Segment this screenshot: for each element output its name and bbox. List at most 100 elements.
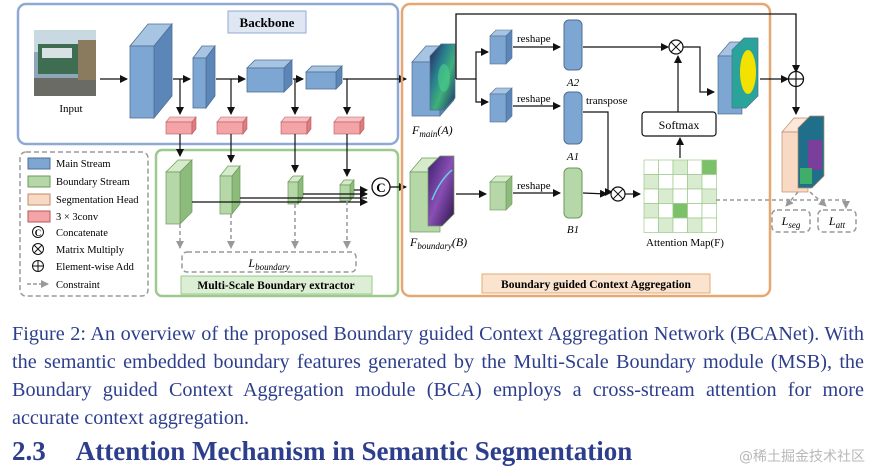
attention-cell (658, 174, 674, 190)
svg-text:Matrix Multiply: Matrix Multiply (56, 245, 125, 256)
figure-caption: Figure 2: An overview of the proposed Bo… (12, 323, 864, 429)
section-number: 2.3 (12, 436, 46, 466)
conv-block-4 (333, 116, 365, 135)
f-main-label: Fmain(A) (411, 123, 453, 139)
input-image (34, 30, 96, 96)
transpose-path (583, 111, 613, 196)
attention-cell (643, 203, 659, 219)
msb-title: Multi-Scale Boundary extractor (197, 280, 354, 292)
attention-cell (701, 174, 717, 190)
svg-text:Concatenate: Concatenate (56, 228, 108, 239)
add-icon (32, 260, 44, 272)
legend-item-constraint: Constraint (27, 280, 100, 291)
backbone-box (16, 2, 400, 146)
attention-map (643, 159, 717, 233)
figure-diagram: Backbone Input (16, 2, 857, 298)
b1-label: B1 (567, 224, 579, 236)
attention-cell (658, 217, 674, 233)
svg-text:Boundary Stream: Boundary Stream (56, 177, 130, 188)
section-title: Attention Mechanism in Semantic Segmenta… (75, 436, 633, 466)
legend-box (19, 151, 149, 297)
conv-blocks (165, 116, 365, 135)
loss-constraints (785, 191, 827, 207)
attention-cell (672, 159, 688, 175)
output-featuremap (717, 37, 759, 115)
input-label: Input (59, 103, 82, 115)
attention-cell (658, 159, 674, 175)
a1-block (563, 91, 583, 145)
f-boundary-label: Fboundary(B) (409, 235, 467, 251)
attention-cell (658, 188, 674, 204)
attention-cell (643, 174, 659, 190)
backbone-block-3 (246, 59, 293, 93)
svg-text:Main Stream: Main Stream (56, 159, 111, 170)
attention-cell (687, 203, 703, 219)
skip-connection (455, 13, 800, 79)
reshape-label-3: reshape (517, 180, 551, 192)
backbone-block-2 (192, 44, 216, 110)
l-att-box (817, 209, 857, 233)
conv-block-3 (280, 116, 312, 135)
attention-cell (687, 217, 703, 233)
msb-merge (192, 186, 368, 206)
transpose-label: transpose (586, 95, 628, 107)
svg-text:Segmentation Head: Segmentation Head (56, 195, 139, 206)
legend-item-seghead: Segmentation Head (27, 193, 139, 206)
attention-cell (687, 159, 703, 175)
l-seg-box (771, 209, 811, 233)
legend-item-matmul: Matrix Multiply (32, 243, 125, 256)
bca-box (400, 2, 772, 298)
f-main-featuremap (411, 43, 456, 117)
msb-box (154, 148, 400, 298)
bca-title: Boundary guided Context Aggregation (501, 279, 691, 291)
small-block-b (489, 175, 513, 211)
attention-constraint (716, 199, 850, 209)
attention-cell (687, 188, 703, 204)
legend-item-main: Main Stream (27, 157, 111, 170)
boundary-constraints (176, 201, 351, 249)
bca-title-box (481, 273, 711, 294)
reshape-label-1: reshape (517, 33, 551, 45)
svg-text:C: C (376, 180, 385, 195)
boundary-block-4 (339, 179, 355, 202)
svg-text:Constraint: Constraint (56, 280, 100, 291)
attention-cell (643, 188, 659, 204)
section-heading: 2.3 Attention Mechanism in Semantic Segme… (12, 436, 632, 467)
l-att-label: Latt (828, 214, 846, 230)
svg-text:3 × 3conv: 3 × 3conv (56, 212, 99, 223)
matmul-node-lower (610, 186, 626, 202)
conv-block-1 (165, 116, 197, 135)
attention-cell (672, 203, 688, 219)
boundary-block-3 (287, 175, 304, 205)
attention-cell (658, 203, 674, 219)
concat-node: C (371, 177, 391, 197)
attention-cell (701, 217, 717, 233)
a2-block (563, 19, 583, 71)
add-node (787, 70, 805, 88)
attention-cell (701, 159, 717, 175)
svg-text:C: C (35, 228, 42, 238)
backbone-taps (176, 79, 351, 115)
matmul-node-upper (668, 39, 684, 55)
legend-item-boundary: Boundary Stream (27, 175, 130, 188)
segmentation-head (781, 115, 825, 193)
attention-cell (701, 188, 717, 204)
legend-item-conv: 3 × 3conv (27, 210, 99, 223)
a1-label: A1 (566, 151, 579, 163)
a2-label: A2 (566, 77, 580, 89)
small-block-a-bottom (489, 87, 513, 123)
attention-map-label: Attention Map(F) (646, 237, 724, 249)
f-boundary-featuremap (409, 155, 455, 233)
softmax-box (641, 111, 717, 137)
legend-item-add: Element-wise Add (32, 260, 135, 273)
conv-block-2 (216, 116, 248, 135)
attention-cell (687, 174, 703, 190)
backbone-title-box (227, 10, 307, 34)
svg-text:Element-wise Add: Element-wise Add (56, 262, 135, 273)
concat-icon: C (32, 226, 44, 238)
attention-cell (643, 159, 659, 175)
backbone-block-4 (305, 65, 343, 90)
attention-cell (672, 217, 688, 233)
reshape-label-2: reshape (517, 93, 551, 105)
legend-item-concat: C Concatenate (32, 226, 108, 239)
